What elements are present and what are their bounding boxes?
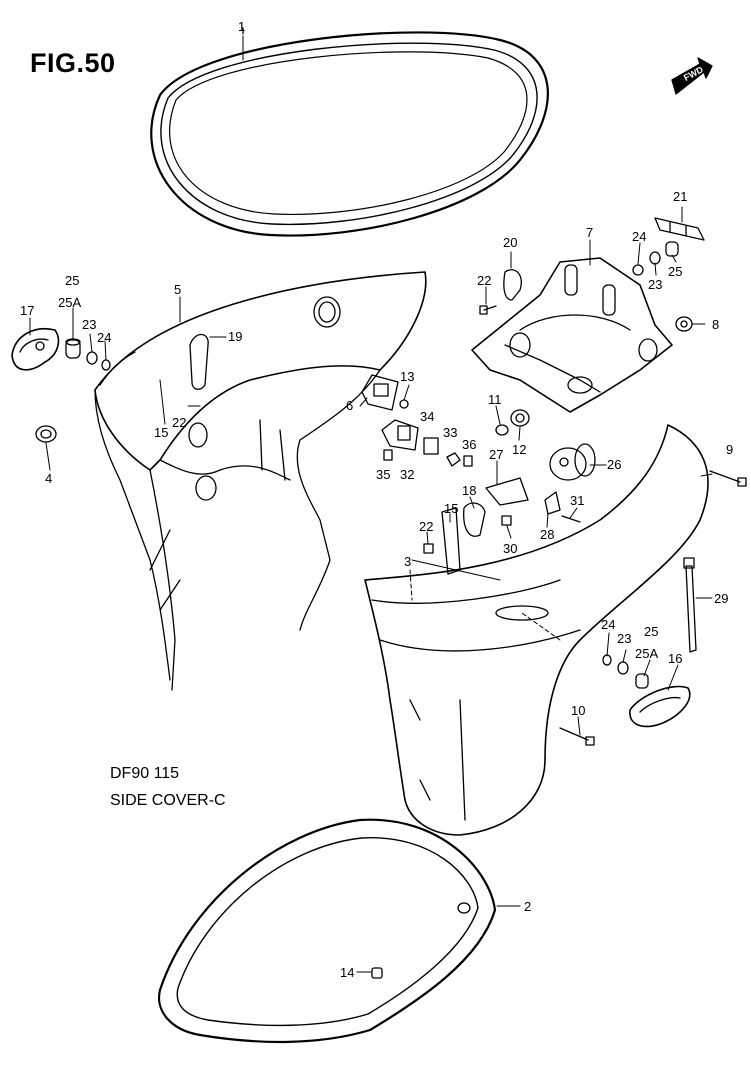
part-25-upper-bushing	[665, 241, 679, 257]
fwd-arrow-icon	[671, 57, 713, 95]
part-30-screw	[501, 515, 512, 526]
callout-25-left: 25	[65, 273, 80, 288]
callout-9: 9	[726, 442, 734, 457]
callout-4: 4	[45, 471, 53, 486]
part-26-rubber-mount	[549, 443, 596, 481]
part-21-bracket-strip	[654, 217, 705, 241]
model-caption: DF90 115	[110, 765, 180, 782]
part-20-clip	[503, 269, 522, 301]
callout-34: 34	[420, 409, 435, 424]
part-25a-right-bushing	[635, 673, 649, 689]
callout-11: 11	[488, 392, 502, 407]
callout-22-mid: 22	[419, 519, 434, 534]
part-34-relay	[423, 437, 439, 455]
callout-5: 5	[174, 282, 182, 297]
part-25a-left-bushing	[65, 338, 81, 359]
callout-15-right: 15	[444, 501, 459, 516]
callout-18: 18	[462, 483, 477, 498]
callout-3: 3	[404, 554, 412, 569]
callout-2: 2	[524, 899, 532, 914]
callout-22-upper: 22	[477, 273, 492, 288]
part-5-left-side-cover	[94, 271, 427, 691]
part-36-screw	[463, 455, 473, 467]
part-31-screw	[561, 515, 581, 523]
callout-31: 31	[570, 493, 585, 508]
callout-14: 14	[340, 965, 355, 980]
callout-19: 19	[228, 329, 243, 344]
callout-20: 20	[503, 235, 518, 250]
callout-26: 26	[607, 457, 622, 472]
part-24-left-ring	[101, 359, 111, 371]
callout-24-left: 24	[97, 330, 112, 345]
part-10-bolt	[559, 727, 595, 746]
part-6-bracket	[361, 374, 399, 411]
callout-16: 16	[668, 651, 683, 666]
callout-24-right: 24	[601, 617, 616, 632]
callout-35: 35	[376, 467, 391, 482]
callout-8: 8	[712, 317, 720, 332]
part-23-right-washer	[617, 661, 629, 675]
part-24-upper-ring	[632, 264, 644, 276]
part-23-left-washer	[86, 351, 98, 365]
callout-1: 1	[238, 19, 246, 34]
callout-24-upper: 24	[632, 229, 647, 244]
callout-13: 13	[400, 369, 415, 384]
callout-22-left: 22	[172, 415, 187, 430]
part-29-cable-tie	[683, 557, 697, 653]
callout-21: 21	[673, 189, 688, 204]
callout-10: 10	[571, 703, 586, 718]
figure-title: FIG.50	[30, 48, 116, 78]
callout-25-upper: 25	[668, 264, 683, 279]
callout-23-upper: 23	[648, 277, 663, 292]
callout-28: 28	[540, 527, 555, 542]
part-12-bushing	[510, 409, 530, 427]
part-22-mid-screw	[423, 543, 434, 554]
callout-15-left: 15	[154, 425, 169, 440]
part-27-bracket	[485, 477, 529, 506]
part-28-bracket	[544, 491, 561, 515]
callout-12: 12	[512, 442, 527, 457]
part-23-upper-washer	[649, 251, 661, 265]
callout-23-right: 23	[617, 631, 632, 646]
callout-29: 29	[714, 591, 729, 606]
callout-23-left: 23	[82, 317, 97, 332]
part-35-screw	[383, 449, 393, 461]
part-8-washer	[675, 316, 693, 332]
callout-6: 6	[346, 398, 354, 413]
part-3-right-side-cover	[364, 424, 709, 836]
part-1-seal-ring	[150, 27, 549, 237]
part-32-relay-bracket	[381, 419, 419, 451]
callout-7: 7	[586, 225, 594, 240]
part-15-bracket	[441, 507, 461, 575]
callout-32: 32	[400, 467, 415, 482]
part-17-grommet	[11, 328, 60, 371]
part-7-upper-bracket	[471, 257, 673, 413]
callout-36: 36	[462, 437, 477, 452]
callout-25a-left: 25A	[58, 295, 82, 310]
leader-lines	[29, 35, 713, 973]
callout-25a-right: 25A	[635, 646, 659, 661]
callout-17: 17	[20, 303, 35, 318]
part-13-clip	[399, 399, 409, 409]
callout-25-right: 25	[644, 624, 659, 639]
part-14-clip	[371, 967, 383, 979]
callout-33: 33	[443, 425, 458, 440]
part-4-grommet	[35, 425, 57, 443]
part-16-grommet	[629, 685, 691, 728]
part-11-bushing	[495, 424, 509, 436]
part-33-nut	[446, 452, 461, 467]
part-22-upper-screw	[479, 305, 497, 315]
part-19-hook	[189, 333, 209, 390]
part-18-clip	[463, 502, 486, 537]
callout-27: 27	[489, 447, 504, 462]
section-caption: SIDE COVER-C	[110, 792, 226, 809]
callout-30: 30	[503, 541, 518, 556]
part-2-bottom-seal	[157, 818, 497, 1044]
part-9-bolt	[709, 470, 747, 487]
